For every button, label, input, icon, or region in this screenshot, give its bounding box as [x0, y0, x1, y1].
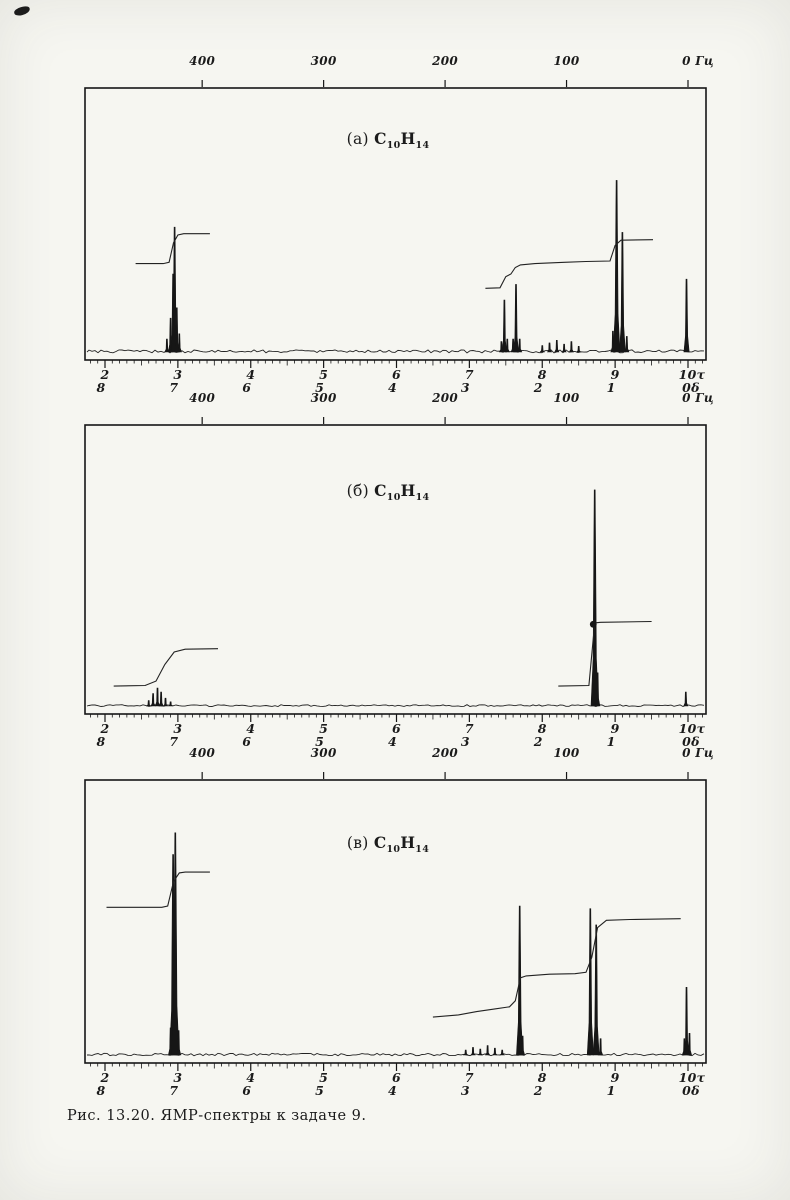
nmr-peak: [162, 697, 169, 707]
formula-symbol-h: H: [400, 833, 416, 852]
spectrum-plot-1: [84, 80, 707, 368]
molecular-formula: C10H14: [373, 833, 430, 856]
formula-subscript-10: 10: [386, 140, 401, 152]
molecular-formula: C10H14: [374, 481, 430, 504]
nmr-peak: [595, 672, 601, 707]
formula-symbol-c: C: [374, 481, 387, 500]
nmr-peak: [176, 333, 182, 353]
nmr-peak: [470, 1047, 476, 1056]
panel-label-v: (в) C10H14: [347, 833, 429, 855]
nmr-peak: [154, 687, 161, 707]
nmr-peak: [624, 336, 630, 353]
nmr-peak: [462, 1049, 469, 1056]
formula-symbol-c: C: [374, 129, 387, 148]
spectrum-frame: [84, 779, 707, 1064]
nmr-peak: [484, 1045, 491, 1056]
formula-subscript-14: 14: [415, 140, 430, 152]
formula-subscript-10: 10: [386, 492, 401, 504]
nmr-peak: [575, 346, 582, 353]
nmr-peak: [686, 1033, 692, 1056]
nmr-peak: [612, 180, 621, 353]
nmr-peak: [477, 1048, 484, 1056]
integral-curve: [106, 871, 210, 908]
nmr-peak: [561, 343, 567, 353]
spectrum-frame: [84, 87, 707, 361]
nmr-peak: [554, 340, 560, 353]
nmr-peak: [683, 691, 689, 707]
formula-subscript-10: 10: [386, 844, 401, 856]
spectrum-plot-3: [84, 772, 707, 1071]
nmr-peak: [150, 693, 156, 707]
nmr-peak: [167, 701, 174, 707]
formula-subscript-14: 14: [415, 844, 430, 856]
nmr-peak: [683, 278, 690, 353]
baseline-trace: [86, 704, 705, 708]
formula-subscript-14: 14: [415, 492, 430, 504]
formula-symbol-h: H: [400, 129, 416, 148]
nmr-peak: [597, 1038, 604, 1056]
nmr-peak: [176, 1030, 182, 1056]
integral-curve: [113, 648, 219, 687]
nmr-peak: [517, 338, 523, 353]
nmr-peak: [568, 341, 575, 353]
panel-letter-b: (б): [346, 482, 369, 500]
integral-curve: [135, 233, 210, 265]
integral-pen-mark: [589, 620, 597, 628]
nmr-peak: [539, 345, 545, 353]
integral-curve: [485, 239, 654, 289]
formula-symbol-h: H: [400, 481, 416, 500]
figure-caption: Рис. 13.20. ЯМР-спектры к задаче 9.: [67, 1108, 367, 1124]
nmr-peak: [683, 987, 690, 1056]
nmr-peak: [519, 1035, 526, 1056]
spectrum-plot-2: [84, 417, 707, 722]
panel-label-a: (а) C10H14: [347, 129, 430, 151]
nmr-peak: [546, 342, 553, 353]
spectrum-frame: [84, 424, 707, 715]
formula-symbol-c: C: [373, 833, 387, 852]
integral-curve: [558, 620, 652, 687]
nmr-peak: [492, 1047, 498, 1056]
nmr-peak: [501, 299, 508, 353]
panel-letter-a: (а): [346, 130, 369, 148]
nmr-peak: [586, 908, 594, 1056]
panel-letter-v: (в): [346, 834, 369, 852]
nmr-peak: [158, 691, 164, 707]
nmr-peak: [504, 338, 510, 353]
baseline-trace: [86, 349, 705, 354]
molecular-formula: C10H14: [374, 129, 430, 152]
integral-curve: [432, 918, 681, 1018]
nmr-peak: [619, 232, 626, 353]
nmr-peak: [513, 284, 519, 353]
panel-label-b: (б) C10H14: [347, 481, 430, 503]
nmr-peak: [499, 1049, 505, 1056]
nmr-peak: [145, 700, 152, 707]
